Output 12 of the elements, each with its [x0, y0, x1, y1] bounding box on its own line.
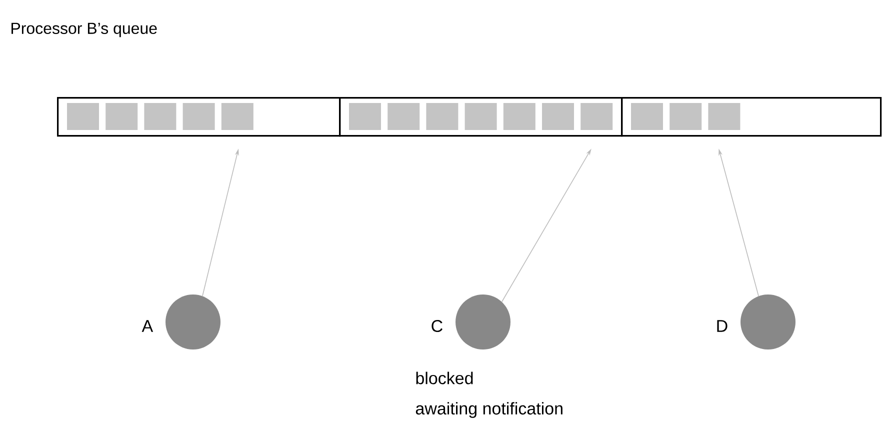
- process-letter: C: [432, 320, 442, 332]
- status-text: awaiting notification: [416, 402, 562, 418]
- process-letter: A: [142, 320, 154, 332]
- title: Processor B’s queue: [12, 22, 157, 38]
- queue-segment: [339, 97, 623, 137]
- queue-segment: [621, 97, 882, 137]
- status-text: blocked: [416, 372, 473, 384]
- process-letter: D: [717, 320, 728, 332]
- process-circle: [166, 294, 220, 350]
- process-circle: [456, 294, 510, 350]
- queue-segment: [57, 97, 341, 137]
- process-circle: [740, 294, 796, 350]
